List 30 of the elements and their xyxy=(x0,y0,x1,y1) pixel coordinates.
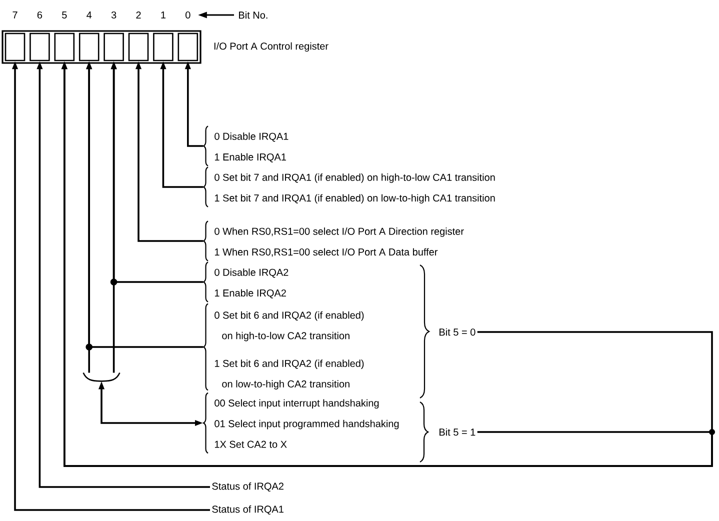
option-list: 00 Select input interrupt handshaking 01 Select input programmed handshaking 1X Set CA2 to X xyxy=(202,392,399,454)
status-label: Status of IRQA1 xyxy=(212,505,284,515)
option-list: 0 Disable IRQA2 1 Enable IRQA2 xyxy=(202,262,288,302)
bit-number-caption: Bit No. xyxy=(239,11,268,19)
register-label: I/O Port A Control register xyxy=(214,42,328,52)
register-cell xyxy=(128,32,149,62)
option-list: 0 Set bit 7 and IRQA1 (if enabled) on high-to-low CA1 transition 1 Set bit 7 and IRQA1 (if enabled) on low-to-high CA1 transition xyxy=(202,166,495,208)
bit-number: 6 xyxy=(37,11,42,19)
register-cell xyxy=(153,32,174,62)
register-cell xyxy=(178,32,198,62)
status-label: Status of IRQA2 xyxy=(212,482,284,492)
option-list: 0 Disable IRQA1 1 Enable IRQA1 xyxy=(202,126,288,166)
bit-number: 2 xyxy=(136,12,141,18)
bit-number: 5 xyxy=(62,12,67,18)
register-cell xyxy=(54,32,75,62)
bit-number: 4 xyxy=(86,12,92,18)
register-cell xyxy=(30,32,50,62)
register-box xyxy=(2,30,202,64)
mode-label: Bit 5 = 0 xyxy=(440,328,476,336)
option-list: 0 Set bit 6 and IRQA2 (if enabled) on high-to-low CA2 transition 1 Set bit 6 and IRQA2 (if enabled) on low-to-high CA2 transition xyxy=(202,303,364,391)
bit-number: 3 xyxy=(111,11,116,19)
merge-brace xyxy=(82,372,120,382)
mode-label: Bit 5 = 1 xyxy=(440,428,476,436)
register-cell xyxy=(104,32,124,62)
register-cell xyxy=(78,32,100,62)
option-list: 0 When RS0,RS1=00 select I/O Port A Direction register 1 When RS0,RS1=00 select I/O Port A Data buffer xyxy=(202,220,464,262)
bit-number: 0 xyxy=(186,11,190,19)
bit-number: 1 xyxy=(161,12,166,18)
bit-number: 7 xyxy=(12,12,18,18)
register-cell xyxy=(4,32,26,62)
